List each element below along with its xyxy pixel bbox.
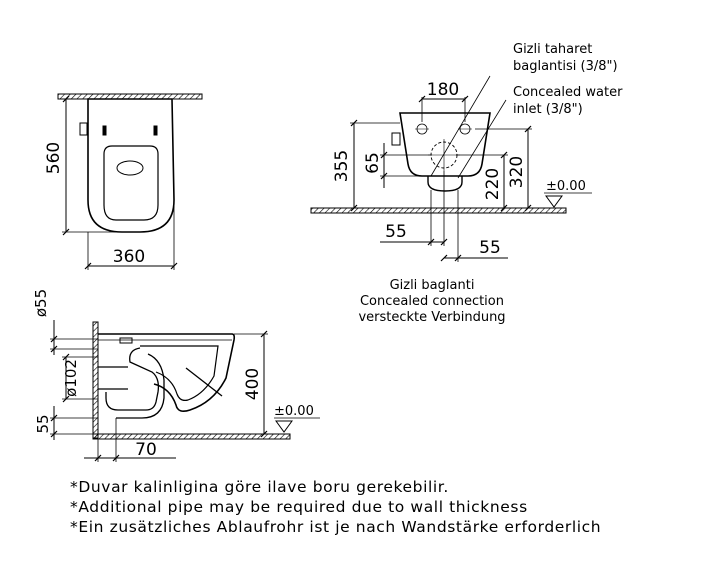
side-fitting-side xyxy=(119,337,133,344)
dim-label-dia102: ø102 xyxy=(62,359,80,397)
dim-label-70: 70 xyxy=(135,440,157,460)
level-marker-front xyxy=(545,195,563,208)
dim-label-220: 220 xyxy=(483,168,503,200)
callout-bidet-line2: baglantisi (3/8") xyxy=(513,59,618,74)
side-fitting-front xyxy=(391,132,401,146)
dim-label-180: 180 xyxy=(427,80,459,100)
floor-side xyxy=(92,433,291,440)
dim-label-355: 355 xyxy=(332,150,352,182)
hinge-left xyxy=(102,125,107,136)
bowl-hole xyxy=(116,160,144,176)
floor-slab xyxy=(310,207,567,214)
callout-water-line2: inlet (3/8") xyxy=(513,102,583,117)
flush-rail xyxy=(185,367,223,397)
note-turkish: *Duvar kalinligina göre ilave boru gerek… xyxy=(70,478,449,496)
seat-opening xyxy=(103,145,159,221)
toilet-top-outline xyxy=(87,98,175,233)
top-view xyxy=(57,93,203,270)
dim-label-55-right: 55 xyxy=(479,238,501,258)
floor-level-side: ±0.00 xyxy=(274,404,314,419)
callout-bidet-line1: Gizli taharet xyxy=(513,42,592,57)
hinge-right xyxy=(153,125,158,136)
level-marker-side xyxy=(275,420,293,433)
side-fitting xyxy=(79,122,88,136)
dim-label-55-left: 55 xyxy=(385,222,407,242)
trap-inner xyxy=(116,353,165,419)
dim-label-560: 560 xyxy=(44,142,64,174)
toilet-side-outline xyxy=(98,333,236,412)
side-view xyxy=(50,320,320,462)
toilet-front-base xyxy=(427,176,463,192)
connection-label-line2: Concealed connection xyxy=(360,294,504,309)
callout-water-line1: Concealed water xyxy=(513,85,623,100)
note-english: *Additional pipe may be required due to … xyxy=(70,498,528,516)
note-german: *Ein zusätzliches Ablaufrohr ist je nach… xyxy=(70,518,602,536)
dim-label-360: 360 xyxy=(113,247,145,267)
toilet-front-outline xyxy=(399,112,491,177)
connection-label-line3: versteckte Verbindung xyxy=(358,310,505,325)
connection-label-line1: Gizli baglanti xyxy=(390,278,475,293)
front-view xyxy=(310,75,592,262)
leader-bidet xyxy=(430,75,491,177)
dim-label-65: 65 xyxy=(363,152,383,174)
dim-label-dia55: ø55 xyxy=(32,289,50,317)
floor-level-front: ±0.00 xyxy=(546,179,586,194)
leader-water xyxy=(457,99,507,179)
dim-label-320: 320 xyxy=(507,156,527,188)
dim-label-55-side: 55 xyxy=(34,414,52,433)
dim-label-400: 400 xyxy=(243,368,263,400)
toilet-side-inner xyxy=(140,345,219,401)
trap-siphon xyxy=(105,347,160,411)
